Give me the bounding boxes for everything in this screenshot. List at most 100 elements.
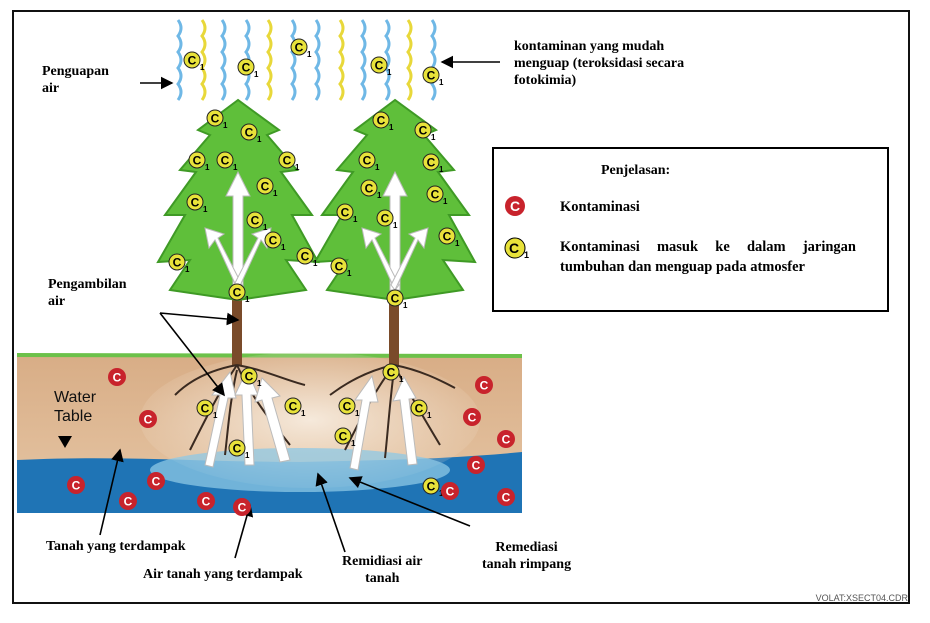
svg-text:1: 1 (431, 133, 436, 142)
svg-text:C: C (391, 292, 400, 306)
remediation-water-zone (150, 448, 450, 492)
svg-text:C: C (381, 212, 390, 226)
vapor-wave (266, 19, 273, 101)
svg-text:C: C (415, 402, 424, 416)
svg-text:1: 1 (233, 163, 238, 172)
svg-text:1: 1 (205, 163, 210, 172)
legend-title: Penjelasan: (601, 163, 671, 178)
water-table-marker (58, 436, 72, 448)
svg-text:C: C (245, 126, 254, 140)
svg-text:1: 1 (353, 215, 358, 224)
svg-text:C: C (480, 379, 489, 393)
svg-text:C: C (269, 234, 278, 248)
svg-text:1: 1 (313, 259, 318, 268)
vapor-wave (220, 19, 227, 101)
svg-text:C: C (188, 54, 197, 68)
svg-text:1: 1 (351, 439, 356, 448)
svg-text:C: C (363, 154, 372, 168)
file-code: VOLAT:XSECT04.CDR (815, 593, 908, 603)
svg-text:1: 1 (203, 205, 208, 214)
svg-text:C: C (193, 154, 202, 168)
svg-text:C: C (365, 182, 374, 196)
svg-text:C: C (427, 156, 436, 170)
contaminant-icon: C (139, 410, 157, 428)
svg-text:1: 1 (443, 197, 448, 206)
pointer-arrows (99, 55, 500, 559)
svg-text:1: 1 (393, 221, 398, 230)
legend-item-kontaminasi: Kontaminasi (560, 199, 640, 215)
svg-text:C: C (261, 180, 270, 194)
label-remediasi-tanah-rimpang: Remediasi tanah rimpang (482, 540, 572, 572)
svg-text:1: 1 (185, 265, 190, 274)
svg-text:C: C (427, 69, 436, 83)
svg-text:C: C (233, 286, 242, 300)
svg-text:C: C (468, 411, 477, 425)
vapor-wave (338, 19, 345, 101)
svg-text:1: 1 (223, 121, 228, 130)
contaminant-icon: C (497, 430, 515, 448)
svg-text:1: 1 (245, 295, 250, 304)
legend-item-kontaminasi-tumbuhan: Kontaminasi masuk ke dalam jaringan tumb… (560, 239, 856, 275)
svg-text:1: 1 (389, 123, 394, 132)
svg-text:1: 1 (213, 411, 218, 420)
svg-text:C: C (377, 114, 386, 128)
svg-text:1: 1 (273, 189, 278, 198)
contaminant-icon: C (108, 368, 126, 386)
svg-text:1: 1 (439, 78, 444, 87)
vapor-wave (200, 19, 207, 101)
contaminant-icon: C (475, 376, 493, 394)
svg-text:1: 1 (347, 269, 352, 278)
svg-text:1: 1 (524, 250, 529, 259)
svg-text:C: C (251, 214, 260, 228)
svg-text:C: C (427, 480, 436, 494)
vapor-wave (360, 19, 367, 101)
svg-text:C: C (72, 479, 81, 493)
vapor-wave (430, 19, 437, 101)
contaminant-icon: C (147, 472, 165, 490)
svg-text:C: C (144, 413, 153, 427)
svg-text:1: 1 (307, 50, 312, 59)
svg-text:C: C (431, 188, 440, 202)
svg-text:1: 1 (257, 135, 262, 144)
svg-text:C: C (472, 459, 481, 473)
svg-text:C: C (201, 402, 210, 416)
label-penguapan-air: Penguapan air (42, 64, 109, 96)
svg-text:1: 1 (295, 163, 300, 172)
svg-text:1: 1 (377, 191, 382, 200)
svg-text:1: 1 (200, 63, 205, 72)
svg-text:C: C (238, 501, 247, 515)
label-kontaminan-mudah-menguap: kontaminan yang mudah menguap (teroksida… (514, 39, 685, 88)
svg-text:C: C (341, 206, 350, 220)
svg-text:C: C (301, 250, 310, 264)
svg-text:C: C (443, 230, 452, 244)
vapor-wave (176, 19, 183, 101)
svg-text:1: 1 (257, 379, 262, 388)
svg-text:C: C (502, 491, 511, 505)
contaminant-icon: C (233, 498, 251, 516)
label-water-table: Water Table (54, 389, 97, 425)
svg-text:C: C (295, 41, 304, 55)
svg-text:C: C (509, 240, 519, 256)
